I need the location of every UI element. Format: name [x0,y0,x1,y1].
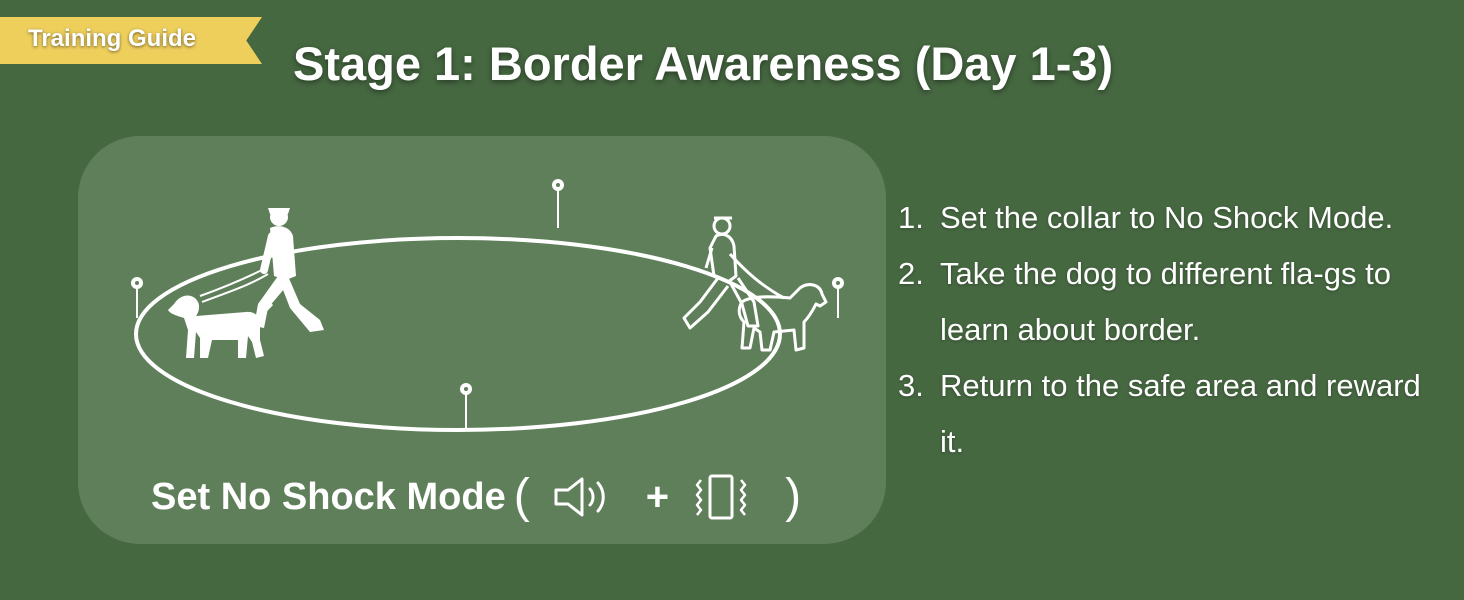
boundary-flag-icon [460,383,472,428]
step-number: 1. [898,200,924,235]
person-walking-dog-icon [682,216,828,352]
step-list: 1. Set the collar to No Shock Mode. 2. T… [898,190,1438,470]
step-text: Return to the safe area and reward it. [940,368,1421,459]
close-paren: ) [785,470,802,523]
ribbon-label: Training Guide [28,25,197,52]
mode-label: Set No Shock Mode [151,475,506,518]
vibration-icon [695,474,747,520]
speaker-sound-icon [554,477,605,517]
boundary-scene [131,179,844,432]
training-guide-ribbon: Training Guide [0,17,262,64]
page-title: Stage 1: Border Awareness (Day 1-3) [293,37,1114,90]
step-item: 2. Take the dog to different fla-gs to l… [898,246,1438,358]
step-number: 2. [898,256,924,291]
step-text: Set the collar to No Shock Mode. [940,200,1394,235]
step-item: 3. Return to the safe area and reward it… [898,358,1438,470]
boundary-flag-icon [832,277,844,318]
illustration-panel: Set No Shock Mode ( + ) [78,136,886,544]
step-number: 3. [898,368,924,403]
person-walking-dog-icon [168,208,324,358]
step-text: Take the dog to different fla-gs to lear… [940,256,1391,347]
boundary-flag-icon [131,277,143,318]
open-paren: ( [513,470,530,523]
plus-sign: + [645,474,670,519]
boundary-loop [134,236,782,432]
mode-row: Set No Shock Mode ( + ) [151,472,801,522]
boundary-flag-icon [552,179,564,228]
step-item: 1. Set the collar to No Shock Mode. [898,190,1438,246]
